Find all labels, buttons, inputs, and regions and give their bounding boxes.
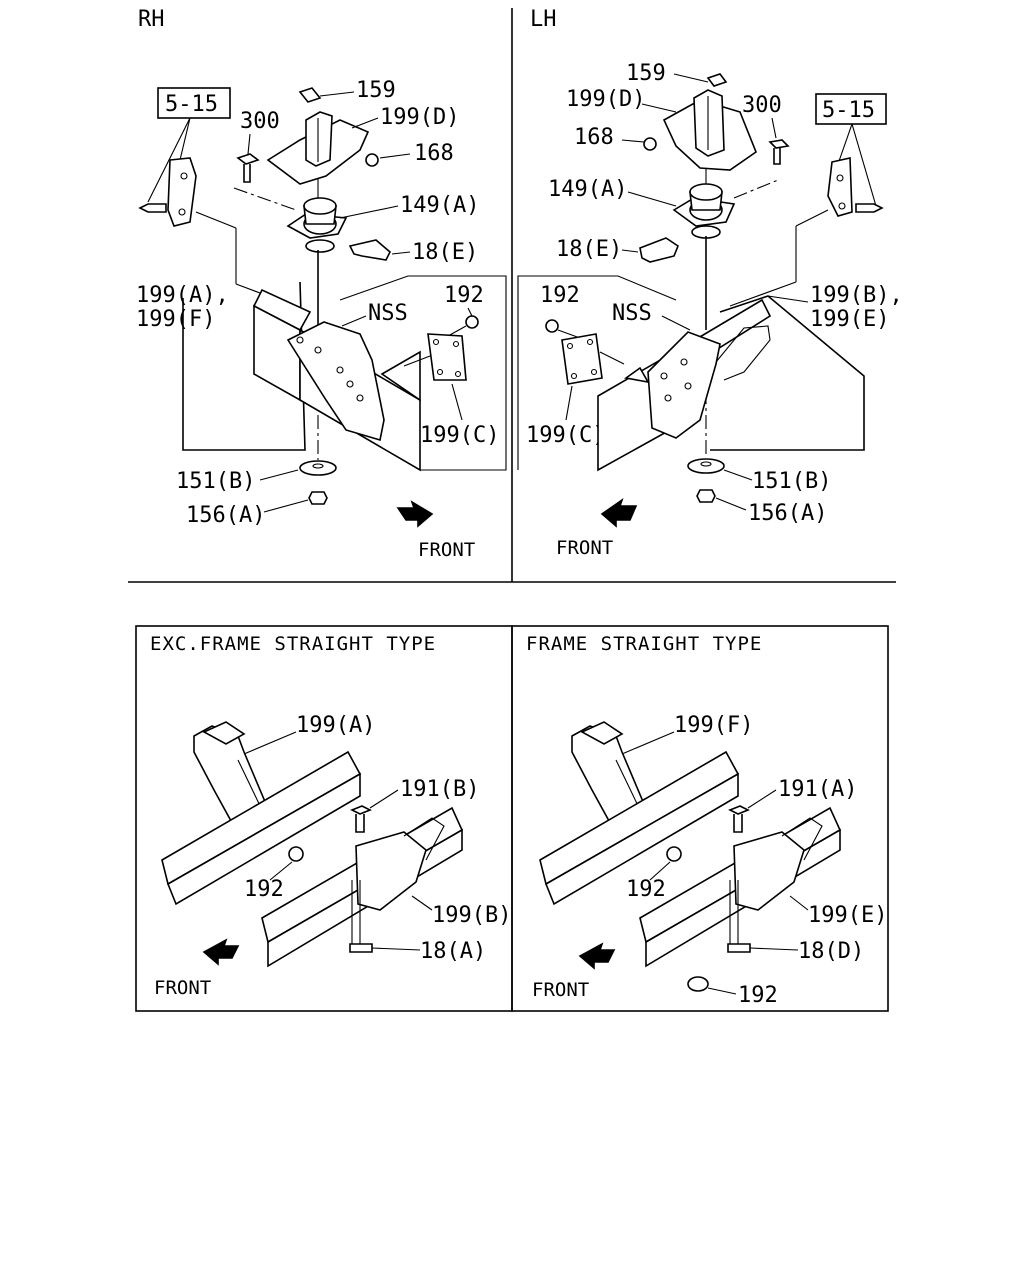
- svg-text:199(E): 199(E): [808, 903, 887, 928]
- lh-plate-199c: [561, 333, 603, 385]
- rh-clip-159-icon: [298, 87, 322, 103]
- lh-side-bracket: [827, 157, 853, 217]
- svg-text:191(B): 191(B): [400, 777, 479, 802]
- svg-text:5-15: 5-15: [165, 92, 218, 117]
- svg-text:151(B): 151(B): [752, 469, 831, 494]
- svg-text:18(E): 18(E): [412, 240, 478, 265]
- lh-panel: LH 159 199(D) 300 5-15 168: [517, 7, 903, 559]
- svg-text:199(C): 199(C): [420, 423, 499, 448]
- rh-ref-box[interactable]: 5-15: [157, 87, 231, 119]
- svg-text:199(D): 199(D): [380, 105, 459, 130]
- rh-side-bracket: [167, 157, 197, 227]
- lh-nut-156a-icon: [696, 489, 716, 503]
- svg-text:191(A): 191(A): [778, 777, 857, 802]
- rh-nut-168-icon: [365, 153, 379, 167]
- br-frame-rail-upper: [539, 750, 740, 906]
- svg-text:199(B): 199(B): [432, 903, 511, 928]
- svg-text:168: 168: [414, 141, 454, 166]
- br-plate-18d: [727, 943, 751, 953]
- br-front-arrow-icon: [578, 942, 616, 970]
- svg-text:192: 192: [540, 283, 580, 308]
- bl-frame-rail-upper: [161, 750, 362, 906]
- lh-front-arrow-icon: [600, 497, 638, 528]
- bl-nut-192-icon: [288, 846, 304, 862]
- rh-nss-bracket: [286, 321, 385, 442]
- lh-side-label: LH: [530, 7, 557, 32]
- lh-frame-outline: [517, 275, 677, 470]
- lh-nut-168-icon: [643, 137, 657, 151]
- br-bolt-191a-icon: [728, 805, 750, 833]
- rh-side-label: RH: [138, 7, 165, 32]
- exc-frame-straight-panel: EXC.FRAME STRAIGHT TYPE 199(A) 191(B) 19…: [135, 625, 513, 1012]
- svg-text:199(A): 199(A): [296, 713, 375, 738]
- svg-text:159: 159: [356, 78, 396, 103]
- lh-mount-149a: [672, 183, 736, 239]
- rh-front-label: FRONT: [418, 539, 475, 561]
- svg-text:199(E): 199(E): [810, 307, 889, 332]
- svg-text:18(A): 18(A): [420, 939, 486, 964]
- lh-callout-frame: [710, 295, 865, 451]
- svg-text:192: 192: [444, 283, 484, 308]
- rh-front-arrow-icon: [396, 500, 434, 528]
- rh-plate-18e: [348, 239, 391, 261]
- rh-nut-156a-icon: [308, 491, 328, 505]
- lh-ref-box[interactable]: 5-15: [815, 93, 887, 125]
- svg-text:149(A): 149(A): [548, 177, 627, 202]
- exc-frame-straight-title: EXC.FRAME STRAIGHT TYPE: [150, 633, 436, 655]
- svg-text:192: 192: [738, 983, 778, 1008]
- svg-text:192: 192: [626, 877, 666, 902]
- rh-side-bolt-icon: [138, 203, 167, 213]
- svg-text:192: 192: [244, 877, 284, 902]
- svg-text:300: 300: [240, 109, 280, 134]
- rh-plate-199c: [427, 333, 467, 381]
- lh-nss-bracket: [647, 325, 771, 439]
- svg-text:199(C): 199(C): [526, 423, 605, 448]
- svg-text:149(A): 149(A): [400, 193, 479, 218]
- svg-text:NSS: NSS: [368, 301, 408, 326]
- lh-clip-159-icon: [706, 73, 728, 87]
- frame-straight-panel: FRAME STRAIGHT TYPE 199(F) 191(A) 199(E)…: [511, 625, 889, 1012]
- svg-text:199(D): 199(D): [566, 87, 645, 112]
- svg-text:5-15: 5-15: [822, 98, 875, 123]
- br-nut-192b-icon: [687, 976, 709, 992]
- svg-text:18(D): 18(D): [798, 939, 864, 964]
- svg-text:199(F): 199(F): [136, 307, 215, 332]
- rh-panel: RH 5-15 159 199(D) 300: [136, 7, 507, 561]
- lh-side-bolt-icon: [855, 203, 884, 213]
- lh-plate-18e: [639, 237, 679, 263]
- svg-text:199(F): 199(F): [674, 713, 753, 738]
- bl-bolt-191b-icon: [350, 805, 372, 833]
- br-front-label: FRONT: [532, 979, 589, 1001]
- lh-front-label: FRONT: [556, 537, 613, 559]
- svg-text:168: 168: [574, 125, 614, 150]
- rh-frame-outline: [339, 275, 507, 471]
- bl-front-label: FRONT: [154, 977, 211, 999]
- lh-bolt-300-icon: [768, 139, 790, 165]
- bl-plate-18a: [349, 943, 373, 953]
- svg-text:199(A),: 199(A),: [136, 283, 229, 308]
- rh-mount-149a: [286, 197, 348, 253]
- bl-front-arrow-icon: [202, 938, 240, 966]
- br-nut-192-icon: [666, 846, 682, 862]
- rh-nut-192-icon: [465, 315, 479, 329]
- svg-text:156(A): 156(A): [748, 501, 827, 526]
- lh-nut-192-icon: [545, 319, 559, 333]
- svg-text:300: 300: [742, 93, 782, 118]
- svg-text:151(B): 151(B): [176, 469, 255, 494]
- frame-straight-title: FRAME STRAIGHT TYPE: [526, 633, 762, 655]
- svg-text:159: 159: [626, 61, 666, 86]
- svg-text:18(E): 18(E): [556, 237, 622, 262]
- svg-text:156(A): 156(A): [186, 503, 265, 528]
- rh-bolt-300-icon: [236, 153, 260, 183]
- br-bracket-199e: [733, 817, 823, 911]
- bl-bracket-199b: [355, 817, 445, 911]
- svg-text:NSS: NSS: [612, 301, 652, 326]
- svg-text:199(B),: 199(B),: [810, 283, 903, 308]
